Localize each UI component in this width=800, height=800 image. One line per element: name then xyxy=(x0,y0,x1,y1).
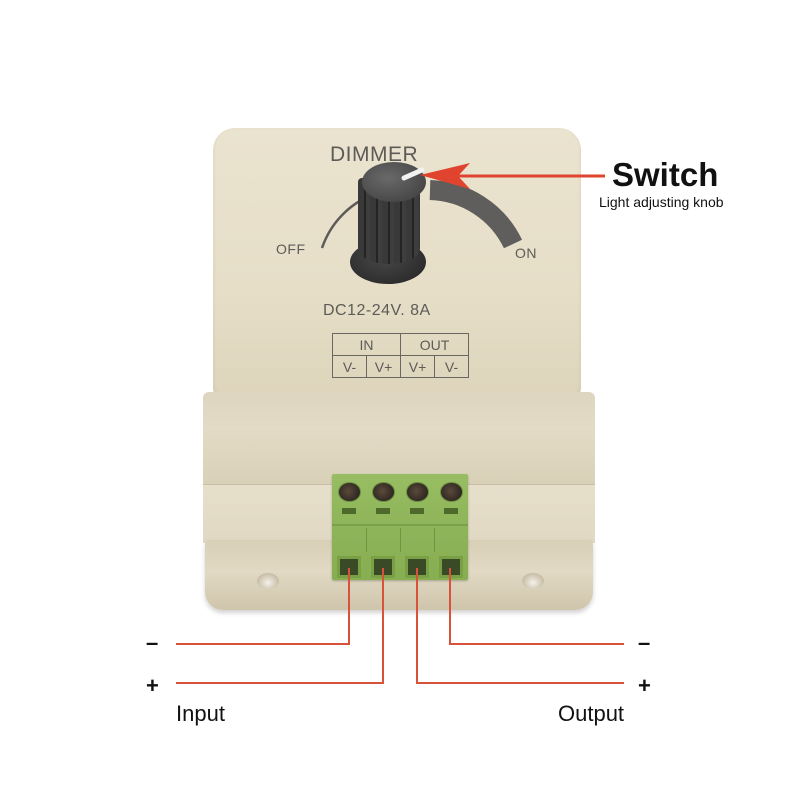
terminal-block xyxy=(332,474,468,580)
output-plus-sign: + xyxy=(638,673,651,698)
wire-output-plus xyxy=(416,682,624,684)
voltage-rating: DC12-24V. 8A xyxy=(323,302,431,319)
wire-input-minus xyxy=(176,643,350,645)
wire-output-minus-vertical xyxy=(449,568,451,644)
knob-cap[interactable] xyxy=(362,162,426,202)
pin-label: V- xyxy=(332,355,367,378)
dial-min-label: OFF xyxy=(276,241,306,257)
wire-output-minus xyxy=(449,643,624,645)
input-label: Input xyxy=(176,701,225,726)
terminal-divider xyxy=(366,528,367,552)
wire-output-plus-vertical xyxy=(416,568,418,684)
terminal-screw-icon[interactable] xyxy=(372,482,395,502)
terminal-label-table: IN OUT V- V+ V+ V- xyxy=(332,333,469,378)
pin-label: V+ xyxy=(366,355,401,378)
mounting-hole-left xyxy=(257,573,279,589)
terminal-screw-icon[interactable] xyxy=(338,482,361,502)
mounting-hole-right xyxy=(522,573,544,589)
annotation-arrow-icon xyxy=(420,163,605,189)
pin-label: V- xyxy=(434,355,469,378)
annotation-title: Switch xyxy=(612,156,719,193)
dimmer-front-upper xyxy=(203,392,595,484)
group-in: IN xyxy=(332,333,401,356)
pin-label: V+ xyxy=(400,355,435,378)
terminal-slot xyxy=(410,508,424,514)
dial-max-label: ON xyxy=(515,245,537,261)
terminal-divider xyxy=(400,528,401,552)
panel-title: DIMMER xyxy=(330,143,419,166)
wire-input-minus-vertical xyxy=(348,568,350,644)
knob-indicator-icon xyxy=(401,167,425,181)
input-minus-sign: – xyxy=(146,630,159,655)
terminal-slot xyxy=(342,508,356,514)
input-plus-sign: + xyxy=(146,673,159,698)
terminal-screw-icon[interactable] xyxy=(406,482,429,502)
wire-entry-hole[interactable] xyxy=(439,556,463,578)
terminal-divider xyxy=(434,528,435,552)
terminal-slot xyxy=(376,508,390,514)
terminal-screw-icon[interactable] xyxy=(440,482,463,502)
terminal-ledge xyxy=(332,524,468,526)
wire-input-plus xyxy=(176,682,384,684)
annotation-subtitle: Light adjusting knob xyxy=(599,194,724,210)
output-minus-sign: – xyxy=(638,630,651,655)
output-label: Output xyxy=(558,701,625,726)
group-out: OUT xyxy=(400,333,469,356)
wire-input-plus-vertical xyxy=(382,568,384,684)
terminal-slot xyxy=(444,508,458,514)
